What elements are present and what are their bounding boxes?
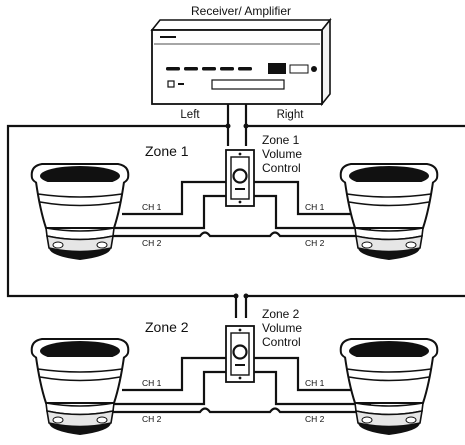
planter-speaker-icon xyxy=(30,338,130,436)
zone-2 xyxy=(30,324,439,436)
zone1-control-label-line2: Volume xyxy=(262,147,302,161)
zone1-right-ch2: CH 2 xyxy=(305,238,325,248)
receiver-amplifier-icon xyxy=(150,17,332,107)
zone1-left-ch2: CH 2 xyxy=(142,238,162,248)
zone2-control-label-line2: Volume xyxy=(262,321,302,335)
planter-speaker-icon xyxy=(30,163,130,261)
zone2-control-label-line3: Control xyxy=(262,335,301,349)
zone1-left-ch1: CH 1 xyxy=(142,202,162,212)
receiver-title: Receiver/ Amplifier xyxy=(191,4,291,18)
zone1-control-label-line3: Control xyxy=(262,161,301,175)
planter-speaker-icon xyxy=(339,163,439,261)
right-label: Right xyxy=(277,109,305,121)
planter-speaker-icon xyxy=(339,338,439,436)
zone1-title: Zone 1 xyxy=(145,143,189,159)
left-label: Left xyxy=(180,109,200,121)
zone2-right-ch2: CH 2 xyxy=(305,414,325,424)
volume-control-icon xyxy=(224,324,256,384)
volume-control-icon xyxy=(224,148,256,208)
zone-1 xyxy=(30,148,439,261)
zone2-title: Zone 2 xyxy=(145,319,189,335)
zone2-left-ch2: CH 2 xyxy=(142,414,162,424)
zone1-control-label-line1: Zone 1 xyxy=(262,133,300,147)
zone2-bus-left xyxy=(6,124,238,318)
zone2-right-ch1: CH 1 xyxy=(305,378,325,388)
zone2-left-ch1: CH 1 xyxy=(142,378,162,388)
zone1-right-ch1: CH 1 xyxy=(305,202,325,212)
zone2-control-label-line1: Zone 2 xyxy=(262,307,300,321)
